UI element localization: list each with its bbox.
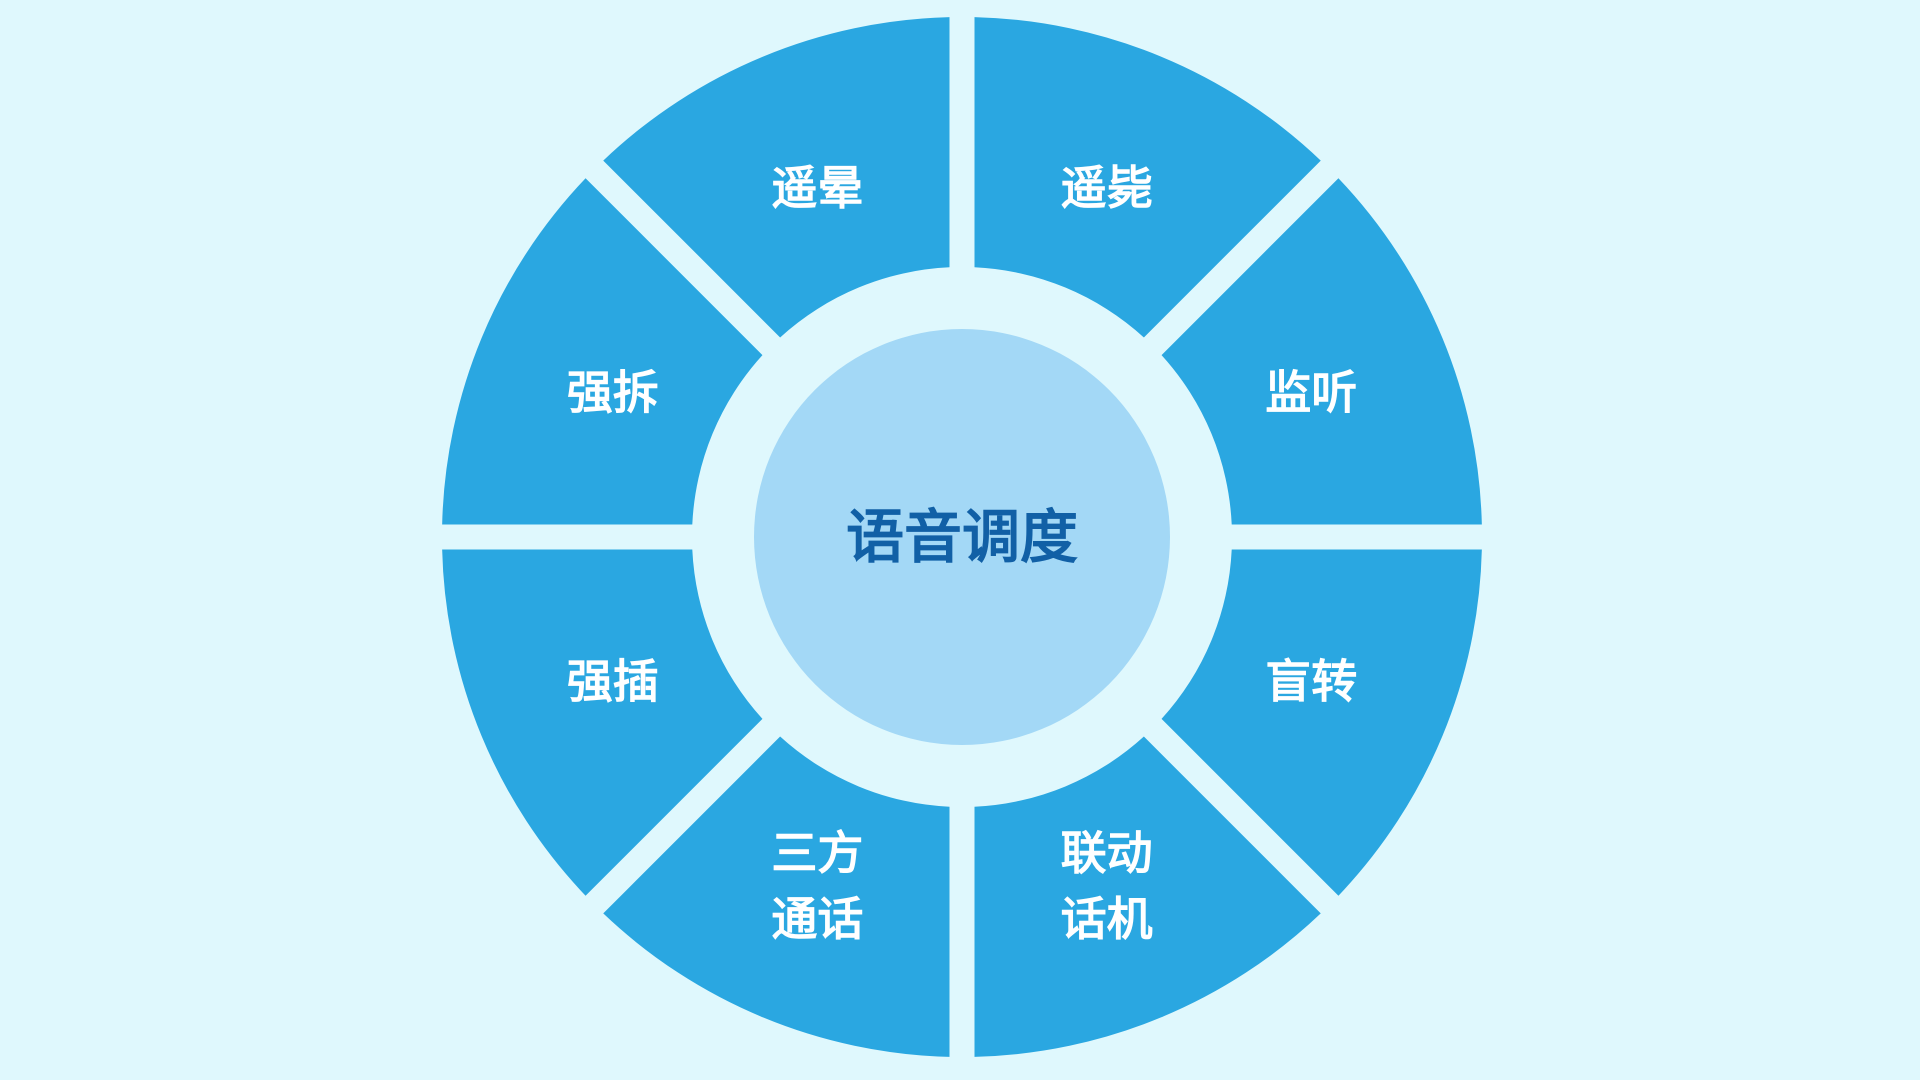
- segment-shape: [974, 736, 1321, 1057]
- segment-liandong: 联动话机: [974, 736, 1321, 1057]
- segment-shape: [442, 549, 763, 896]
- segment-label-line: 联动: [1061, 826, 1153, 880]
- segment-shape: [442, 178, 763, 525]
- segment-label: 遥毙: [1061, 161, 1153, 215]
- segment-label-line: 通话: [771, 892, 863, 946]
- segment-shape: [603, 736, 950, 1057]
- center-disc: [754, 329, 1170, 745]
- segment-jianting: 监听: [1161, 178, 1482, 525]
- segment-qiangcha: 强插: [442, 549, 763, 896]
- segment-mangzhuan: 盲转: [1161, 549, 1482, 896]
- segment-label: 遥晕: [771, 161, 863, 215]
- segment-label-line: 监听: [1265, 365, 1357, 419]
- segment-sanfang: 三方通话: [603, 736, 950, 1057]
- segment-label-line: 盲转: [1265, 655, 1357, 709]
- segment-shape: [1161, 549, 1482, 896]
- segment-shape: [1161, 178, 1482, 525]
- segment-label-line: 遥晕: [771, 161, 863, 215]
- segment-shape: [603, 17, 950, 338]
- center-label: 语音调度: [846, 503, 1078, 571]
- segment-label-line: 话机: [1061, 892, 1153, 946]
- segment-qiangchai: 强拆: [442, 178, 763, 525]
- segment-label-line: 强插: [567, 655, 659, 709]
- segment-label: 三方通话: [771, 826, 863, 946]
- segment-shape: [974, 17, 1321, 338]
- segment-label-line: 遥毙: [1061, 161, 1153, 215]
- segment-label: 联动话机: [1061, 826, 1153, 946]
- segment-label: 强拆: [567, 365, 659, 419]
- segment-label-line: 三方: [771, 826, 863, 880]
- segment-label: 强插: [567, 655, 659, 709]
- segment-label: 盲转: [1265, 655, 1357, 709]
- segment-label-line: 强拆: [567, 365, 659, 419]
- segment-yaoyun: 遥晕: [603, 17, 950, 338]
- segment-yaobi: 遥毙: [974, 17, 1321, 338]
- segment-label: 监听: [1265, 365, 1357, 419]
